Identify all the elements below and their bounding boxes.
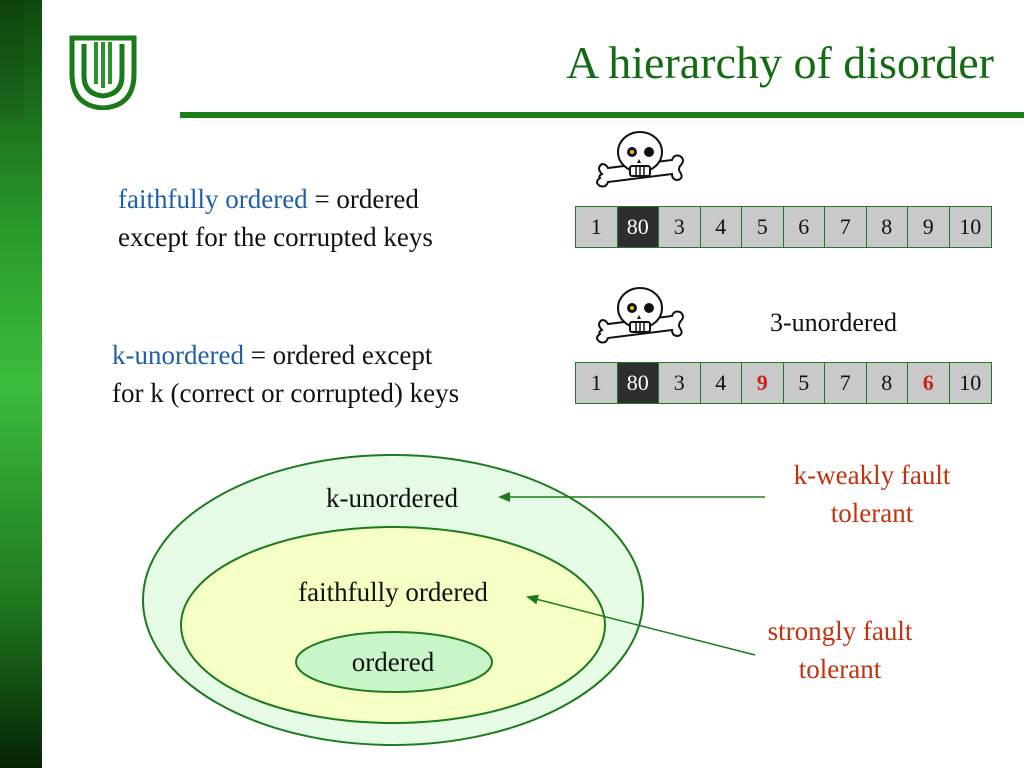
array-cell: 9 [908, 207, 950, 247]
array-cell: 8 [866, 363, 908, 403]
definition-line: faithfully ordered = ordered [118, 180, 433, 218]
definition-line: k-unordered = ordered except [112, 336, 459, 374]
array-cell: 1 [576, 207, 618, 247]
callout-line: strongly fault [767, 616, 913, 646]
inner-set-ellipse [295, 631, 493, 693]
arrow-strong [526, 594, 756, 656]
inner-set-label: ordered [352, 647, 435, 677]
callout-strongly-fault-tolerant: strongly fault tolerant [740, 612, 940, 688]
middle-set-label: faithfully ordered [298, 577, 488, 607]
definition-term: faithfully ordered [118, 184, 308, 214]
definition-term: k-unordered [112, 340, 244, 370]
array-cell: 80 [617, 207, 659, 247]
definition-faithfully-ordered: faithfully ordered = ordered except for … [118, 180, 433, 256]
callout-k-weakly-fault-tolerant: k-weakly fault tolerant [762, 456, 982, 532]
callout-line: tolerant [830, 498, 914, 528]
array-cell: 6 [908, 363, 950, 403]
array-cell: 3 [659, 363, 701, 403]
array-cell: 10 [949, 207, 991, 247]
sidebar-top-strip [0, 0, 24, 120]
array-cell: 5 [742, 207, 784, 247]
array-annotation: 3-unordered [770, 308, 898, 337]
array-cell: 9 [742, 363, 784, 403]
title-rule [180, 112, 1024, 118]
outer-set-label: k-unordered [326, 483, 458, 513]
skull-crossbones-icon [596, 131, 684, 188]
array-cell: 7 [825, 363, 867, 403]
definition-line: for k (correct or corrupted) keys [112, 378, 460, 408]
callout-line: k-weakly fault [793, 460, 951, 490]
array-cell: 1 [576, 363, 618, 403]
array-cell: 3 [659, 207, 701, 247]
skull-crossbones-icon [596, 287, 684, 344]
definition-k-unordered: k-unordered = ordered except for k (corr… [112, 336, 459, 412]
array-cell: 80 [617, 363, 659, 403]
definition-line: except for the corrupted keys [118, 222, 433, 252]
middle-set-ellipse [180, 526, 606, 724]
green-sidebar [0, 0, 42, 768]
array-cell: 4 [700, 363, 742, 403]
array-cell: 7 [825, 207, 867, 247]
array-cell: 8 [866, 207, 908, 247]
page-title: A hierarchy of disorder [566, 37, 994, 88]
array-cell: 5 [783, 363, 825, 403]
callout-line: tolerant [798, 654, 882, 684]
university-shield-icon [69, 35, 137, 110]
array-cell: 4 [700, 207, 742, 247]
array-cell: 6 [783, 207, 825, 247]
array-cell: 10 [949, 363, 991, 403]
definition-text: = ordered [307, 184, 419, 214]
definition-text: = ordered except [243, 340, 433, 370]
